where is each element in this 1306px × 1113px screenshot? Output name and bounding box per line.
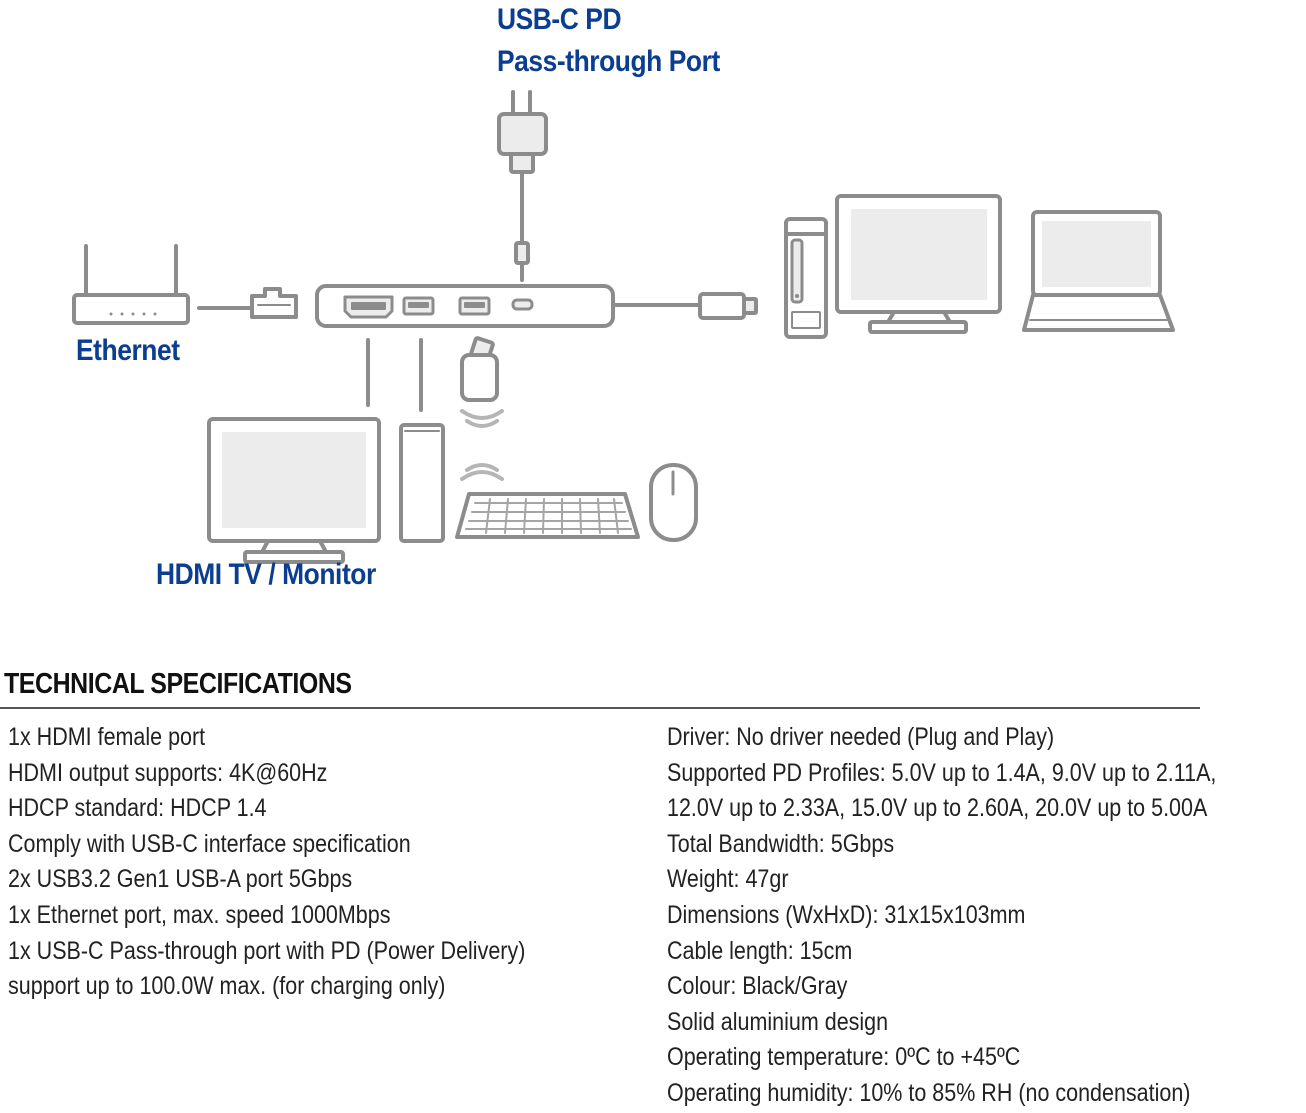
spec-item: Driver: No driver needed (Plug and Play) xyxy=(667,723,1055,751)
spec-item: 1x Ethernet port, max. speed 1000Mbps xyxy=(8,900,391,929)
hdmi-monitor-icon xyxy=(209,419,379,562)
wireless-signal-icon xyxy=(462,411,502,479)
power-adapter-icon xyxy=(499,92,546,280)
usb-c-pd-label-line1: USB-C PD xyxy=(497,3,622,36)
spec-item: Colour: Black/Gray xyxy=(667,972,848,1001)
spec-item: Solid aluminium design xyxy=(667,1007,889,1036)
ethernet-label: Ethernet xyxy=(76,334,180,367)
tower-pc-icon xyxy=(786,219,826,337)
spec-item: 1x USB-C Pass-through port with PD (Powe… xyxy=(8,936,526,965)
wireless-dongle-icon xyxy=(462,338,497,400)
spec-item: HDCP standard: HDCP 1.4 xyxy=(8,794,267,823)
spec-item: Cable length: 15cm xyxy=(667,936,853,965)
connection-diagram: USB-C PD Pass-through Port Ethernet HDMI… xyxy=(0,0,1200,640)
router-icon xyxy=(74,246,252,323)
spec-item: Total Bandwidth: 5Gbps xyxy=(667,829,895,858)
spec-item: Operating temperature: 0ºC to +45ºC xyxy=(667,1043,1021,1072)
desktop-monitor-icon xyxy=(837,196,1000,332)
specs-title: TECHNICAL SPECIFICATIONS xyxy=(4,668,352,700)
laptop-icon xyxy=(1024,212,1173,330)
external-drive-icon xyxy=(401,425,443,541)
spec-item: Dimensions (WxHxD): 31x15x103mm xyxy=(667,900,1026,929)
mouse-icon xyxy=(651,465,696,540)
ethernet-plug-icon xyxy=(252,289,296,317)
hdmi-monitor-label: HDMI TV / Monitor xyxy=(156,558,376,591)
specs-right-column: Driver: No driver needed (Plug and Play)… xyxy=(667,720,1306,1112)
usb-c-pd-label-line2: Pass-through Port xyxy=(497,45,720,78)
spec-item: 12.0V up to 2.33A, 15.0V up to 2.60A, 20… xyxy=(667,794,1208,823)
specs-divider xyxy=(0,707,1200,709)
usb-c-hub-icon xyxy=(317,286,756,326)
spec-item: 1x HDMI female port xyxy=(8,723,206,751)
spec-item: HDMI output supports: 4K@60Hz xyxy=(8,758,328,787)
spec-item: Operating humidity: 10% to 85% RH (no co… xyxy=(667,1078,1191,1107)
spec-item: Comply with USB-C interface specificatio… xyxy=(8,829,411,858)
spec-item: 2x USB3.2 Gen1 USB-A port 5Gbps xyxy=(8,865,353,894)
spec-item: Weight: 47gr xyxy=(667,865,789,894)
specs-left-column: 1x HDMI female port HDMI output supports… xyxy=(8,720,610,1005)
spec-item: support up to 100.0W max. (for charging … xyxy=(8,972,446,1001)
keyboard-icon xyxy=(457,494,638,537)
spec-item: Supported PD Profiles: 5.0V up to 1.4A, … xyxy=(667,758,1217,787)
diagram-illustration xyxy=(0,0,1200,640)
